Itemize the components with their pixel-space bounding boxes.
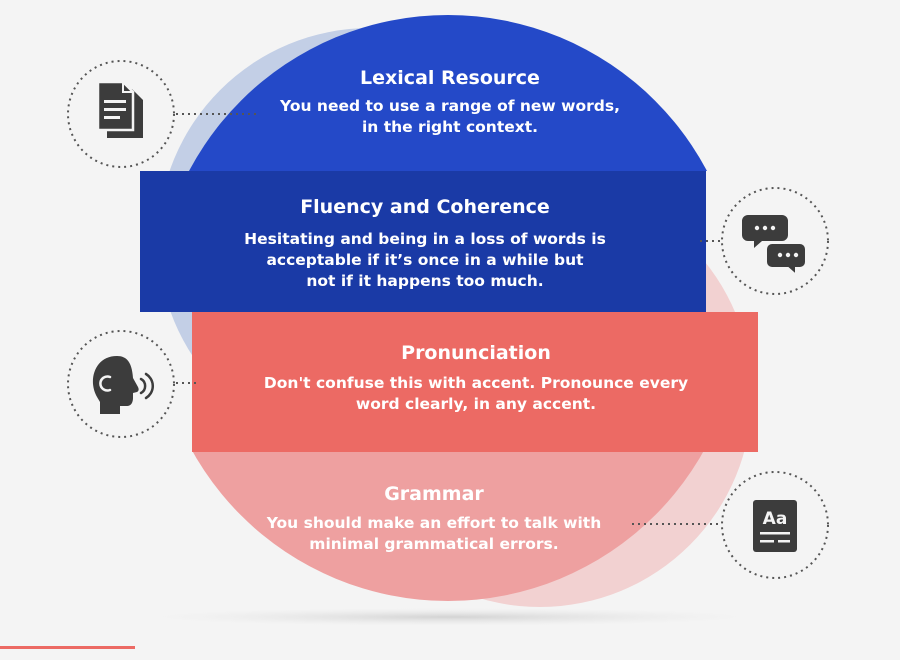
segment-band-fluency — [140, 171, 706, 312]
segment-title-fluency: Fluency and Coherence — [300, 196, 550, 218]
icon-circle-grammar: Aa — [721, 471, 829, 579]
segment-title-grammar: Grammar — [384, 483, 484, 505]
segment-description-line: Don't confuse this with accent. Pronounc… — [263, 374, 689, 392]
segment-description-line: acceptable if it’s once in a while but — [266, 251, 584, 269]
segment-description-line: minimal grammatical errors. — [309, 535, 559, 553]
segment-description-lexical: You need to use a range of new words, in… — [0, 96, 900, 138]
segment-description-line: in the right context. — [361, 118, 539, 136]
svg-text:Aa: Aa — [763, 509, 788, 529]
segment-description-line: You need to use a range of new words, — [280, 97, 620, 115]
speaking-head-icon — [92, 356, 155, 414]
icon-circle-lexical — [67, 60, 175, 168]
accent-underline — [0, 646, 135, 649]
chat-bubbles-icon — [742, 215, 807, 278]
icon-circle-pronunciation — [67, 330, 175, 438]
segment-description-fluency: Hesitating and being in a loss of words … — [0, 229, 875, 292]
segment-description-grammar: You should make an effort to talk with m… — [0, 513, 884, 555]
icon-circle-fluency — [721, 187, 829, 295]
segment-description-line: word clearly, in any accent. — [355, 395, 597, 413]
segment-description-line: not if it happens too much. — [306, 272, 544, 290]
ground-shadow — [150, 608, 750, 626]
segment-band-pronunciation — [192, 312, 758, 452]
document-icon — [96, 80, 143, 138]
text-aa-icon: Aa — [753, 500, 797, 552]
segment-title-lexical: Lexical Resource — [360, 67, 540, 89]
segment-description-pronunciation: Don't confuse this with accent. Pronounc… — [26, 373, 900, 415]
segment-title-pronunciation: Pronunciation — [401, 342, 551, 364]
segment-description-line: Hesitating and being in a loss of words … — [244, 230, 606, 248]
segment-description-line: You should make an effort to talk with — [266, 514, 602, 532]
